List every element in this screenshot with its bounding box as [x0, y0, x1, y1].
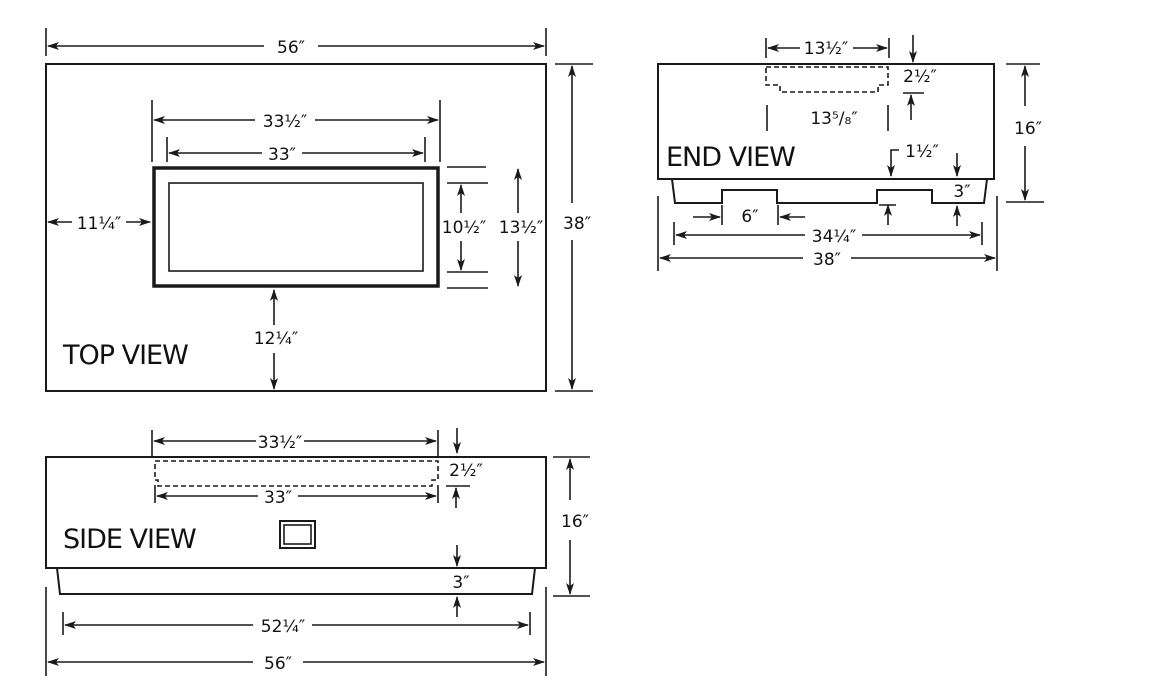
dim-end-base-height: 3″ — [953, 153, 971, 226]
side-view-label: SIDE VIEW — [63, 524, 196, 555]
dim-text: 56″ — [277, 38, 305, 58]
latch-handle-icon — [279, 520, 316, 549]
dim-text: 34¼″ — [812, 227, 856, 247]
dim-text: 1½″ — [905, 142, 939, 162]
side-view: 33½″ 2½″ 33″ 16″ 3″ — [45, 428, 590, 676]
end-view-base — [671, 178, 988, 204]
dim-side-base-length: 52¼″ — [62, 612, 531, 637]
dim-side-base-height: 3″ — [452, 545, 470, 617]
dim-top-overall-depth: 38″ — [555, 63, 593, 392]
lid-inner-panel — [168, 182, 424, 272]
top-view-label: TOP VIEW — [62, 340, 188, 371]
dim-text: 33″ — [268, 145, 296, 165]
dim-side-overall-length: 56″ — [45, 587, 547, 676]
dim-lid-outer-depth: 13½″ — [447, 166, 543, 289]
dim-text: 13⁵/₈″ — [810, 109, 857, 129]
dim-text: 33½″ — [258, 433, 302, 453]
dim-text: 33½″ — [263, 112, 307, 132]
dim-end-base-width: 34¼″ — [673, 222, 983, 247]
top-view: 56″ 33½″ 33″ 11¼″ — [45, 28, 593, 392]
dim-text: 38″ — [813, 250, 841, 270]
dim-side-opening-top: 33½″ — [151, 430, 439, 456]
dim-front-offset: 12¼″ — [254, 289, 298, 390]
dim-text: 12¼″ — [254, 329, 298, 349]
dim-text: 52¼″ — [261, 617, 305, 637]
end-view-body — [657, 63, 995, 180]
dim-text: 3″ — [452, 573, 469, 593]
dim-text: 16″ — [1014, 119, 1042, 139]
dim-text: 56″ — [264, 654, 292, 674]
side-view-opening — [154, 460, 439, 487]
dim-text: 2½″ — [903, 67, 937, 87]
dim-end-opening-depth: 2½″ — [903, 35, 937, 120]
dim-text: 33″ — [264, 488, 292, 508]
dim-text: 13½″ — [499, 218, 543, 238]
dim-text: 11¼″ — [77, 214, 121, 234]
dim-end-step: 1½″ — [879, 142, 939, 225]
dim-text: 13½″ — [804, 39, 848, 59]
dim-end-notch-width: 6″ — [693, 205, 805, 227]
dim-end-overall-width: 38″ — [657, 196, 998, 271]
dim-side-height: 16″ — [553, 456, 590, 597]
end-view-label: END VIEW — [666, 142, 795, 173]
side-view-base — [56, 567, 536, 595]
dim-side-opening-depth: 2½″ — [446, 428, 483, 508]
dim-lid-inner-width: 33″ — [166, 137, 426, 165]
dim-text: 6″ — [741, 207, 758, 227]
end-view-opening — [765, 66, 889, 93]
dim-end-height: 16″ — [1006, 63, 1044, 203]
end-view: 13½″ 2½″ 13⁵/₈″ 16″ 1½″ — [657, 35, 1044, 271]
dim-text: 38″ — [563, 214, 591, 234]
dim-text: 3″ — [953, 182, 970, 202]
top-view-outline — [45, 63, 547, 392]
dim-lid-outer-width: 33½″ — [151, 100, 441, 162]
dim-end-opening-top: 13½″ — [765, 38, 890, 59]
dim-text: 16″ — [561, 512, 589, 532]
dim-text: 10½″ — [442, 218, 486, 238]
dim-top-overall-width: 56″ — [45, 28, 547, 58]
dim-lid-inner-depth: 10½″ — [442, 182, 488, 273]
dim-side-opening-bottom: 33″ — [154, 485, 439, 508]
dim-left-offset: 11¼″ — [47, 214, 151, 234]
dim-end-opening-bottom: 13⁵/₈″ — [766, 105, 889, 131]
lid-outer-frame — [152, 166, 440, 288]
dim-text: 2½″ — [449, 461, 483, 481]
side-view-body — [45, 456, 547, 569]
